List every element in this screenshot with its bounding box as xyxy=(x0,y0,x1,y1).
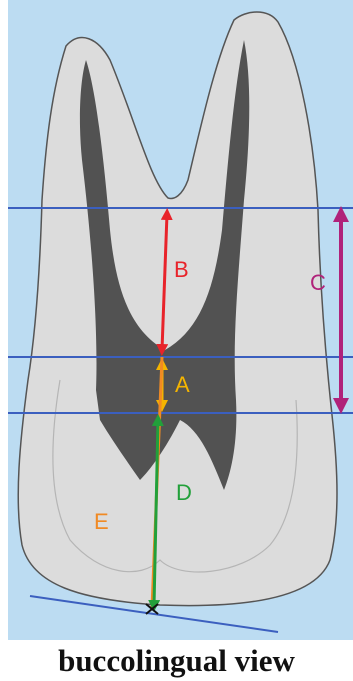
figure-caption: buccolingual view xyxy=(0,640,353,681)
label-e: E xyxy=(94,509,109,534)
tooth-cross-section-diagram: B A C D E xyxy=(0,0,353,640)
label-b: B xyxy=(174,257,189,282)
label-c: C xyxy=(310,270,326,295)
label-d: D xyxy=(176,480,192,505)
label-a: A xyxy=(175,372,190,397)
